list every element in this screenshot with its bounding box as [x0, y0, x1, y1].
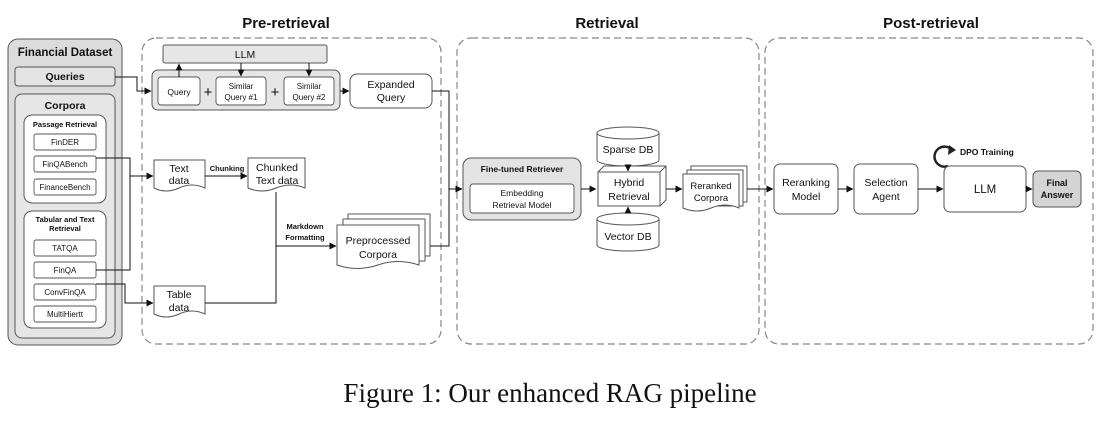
final-line2: Answer — [1041, 190, 1074, 200]
expanded-query-line1: Expanded — [367, 79, 414, 91]
arrow-convfinqa-to-table — [96, 283, 154, 307]
vector-db-label: Vector DB — [604, 231, 651, 243]
arrow-table-to-preprocessed — [205, 246, 277, 304]
reranking-model-box: Reranking Model — [773, 163, 839, 215]
selection-line2: Agent — [872, 191, 900, 203]
embedding-model-box — [469, 183, 575, 214]
dataset-finqa: FinQA — [33, 261, 97, 279]
stage-title-retrieval: Retrieval — [575, 15, 638, 32]
pre-llm-label: LLM — [235, 49, 255, 61]
markdown-formatting-line2: Formatting — [285, 233, 325, 242]
arrow-tabular-to-text — [96, 176, 131, 271]
similar-query-1-line1: Similar — [229, 82, 254, 91]
dataset-convfinqa-label: ConvFinQA — [44, 288, 86, 297]
dataset-tatqa: TATQA — [33, 239, 97, 257]
chunked-text-data-doc: Chunked Text data — [247, 157, 306, 192]
expanded-query-line2: Query — [377, 92, 406, 104]
hybrid-line1: Hybrid — [614, 177, 645, 189]
preprocessed-corpora-line2: Corpora — [359, 249, 397, 261]
hybrid-retrieval-box: Hybrid Retrieval — [597, 165, 667, 207]
similar-query-2-line2: Query #2 — [293, 93, 326, 102]
reranking-line1: Reranking — [782, 177, 830, 189]
tabular-text-title-line2: Retrieval — [49, 224, 81, 233]
similar-query-2-line1: Similar — [297, 82, 322, 91]
plus-sign-2: + — [271, 84, 280, 101]
preprocessed-corpora-stack: Preprocessed Corpora — [336, 213, 431, 269]
fine-tuned-retriever-box: Fine-tuned Retriever Embedding Retrieval… — [462, 157, 582, 221]
pre-retrieval-region — [141, 37, 442, 345]
chunking-label: Chunking — [210, 164, 245, 173]
similar-query-1-line2: Query #1 — [225, 93, 258, 102]
query-label: Query — [167, 87, 191, 97]
chunked-text-line1: Chunked — [256, 162, 298, 174]
dataset-multihiertt: MultiHiertt — [33, 305, 97, 323]
dataset-finqabench-label: FinQABench — [42, 160, 87, 169]
post-retrieval-region — [764, 37, 1094, 345]
sparse-db-cylinder: Sparse DB — [596, 126, 660, 167]
financial-dataset-panel: Financial Dataset Queries Corpora Passag… — [7, 38, 123, 346]
pre-llm-box: LLM — [162, 44, 328, 64]
plus-sign-1: + — [204, 84, 213, 101]
vector-db-cylinder: Vector DB — [596, 212, 660, 252]
dataset-tatqa-label: TATQA — [52, 244, 78, 253]
fine-tuned-retriever-title: Fine-tuned Retriever — [481, 164, 564, 174]
table-data-doc: Table data — [153, 285, 206, 318]
final-line1: Final — [1046, 178, 1067, 188]
passage-retrieval-title: Passage Retrieval — [33, 120, 97, 129]
selection-line1: Selection — [864, 177, 907, 189]
stage-title-pre-retrieval: Pre-retrieval — [242, 15, 330, 32]
arrow-preprocessed-to-retriever — [430, 185, 463, 247]
reranked-corpora-stack: Reranked Corpora — [682, 165, 748, 212]
stage-title-post-retrieval: Post-retrieval — [883, 15, 979, 32]
dataset-finder-label: FinDER — [51, 138, 79, 147]
table-data-line2: data — [169, 302, 190, 314]
chunked-text-line2: Text data — [256, 175, 299, 187]
dataset-financebench: FinanceBench — [33, 178, 97, 196]
embedding-line1: Embedding — [500, 188, 543, 198]
reranked-line2: Corpora — [694, 193, 729, 204]
selection-agent-box: Selection Agent — [853, 163, 919, 215]
financial-dataset-title: Financial Dataset — [18, 47, 113, 59]
text-data-line2: data — [169, 175, 190, 187]
queries-box: Queries — [14, 66, 116, 87]
similar-query-1-box: Similar Query #1 — [215, 76, 267, 106]
tabular-text-title-line1: Tabular and Text — [36, 215, 95, 224]
dataset-finqabench: FinQABench — [33, 155, 97, 173]
dpo-refresh-icon — [933, 145, 956, 168]
text-data-doc: Text data — [153, 159, 206, 192]
arrow-expanded-to-retriever — [432, 90, 450, 189]
dataset-convfinqa: ConvFinQA — [33, 283, 97, 301]
similar-query-2-box: Similar Query #2 — [283, 76, 335, 106]
embedding-line2: Retrieval Model — [492, 200, 551, 210]
preprocessed-corpora-line1: Preprocessed — [346, 235, 411, 247]
figure-caption: Figure 1: Our enhanced RAG pipeline — [343, 378, 757, 408]
arrow-queries-to-query — [115, 76, 152, 95]
retrieval-region — [456, 37, 760, 345]
reranked-line1: Reranked — [690, 181, 731, 192]
post-llm-label: LLM — [974, 184, 996, 196]
dpo-training-label: DPO Training — [960, 147, 1014, 157]
final-answer-box: Final Answer — [1032, 170, 1082, 208]
sparse-db-label: Sparse DB — [603, 144, 654, 156]
hybrid-line2: Retrieval — [608, 191, 649, 203]
query-box: Query — [157, 76, 201, 106]
dataset-finder: FinDER — [33, 133, 97, 151]
dataset-multihiertt-label: MultiHiertt — [47, 310, 84, 319]
markdown-formatting-line1: Markdown — [286, 222, 324, 231]
dataset-finqa-label: FinQA — [54, 266, 77, 275]
queries-label: Queries — [45, 71, 84, 83]
arrow-passage-to-text — [96, 157, 154, 180]
expanded-query-box: Expanded Query — [349, 73, 433, 109]
post-llm-box: LLM — [943, 165, 1027, 213]
text-data-line1: Text — [169, 163, 188, 175]
reranking-line2: Model — [792, 191, 821, 203]
corpora-label: Corpora — [45, 100, 86, 112]
dataset-financebench-label: FinanceBench — [39, 183, 90, 192]
table-data-line1: Table — [166, 289, 191, 301]
